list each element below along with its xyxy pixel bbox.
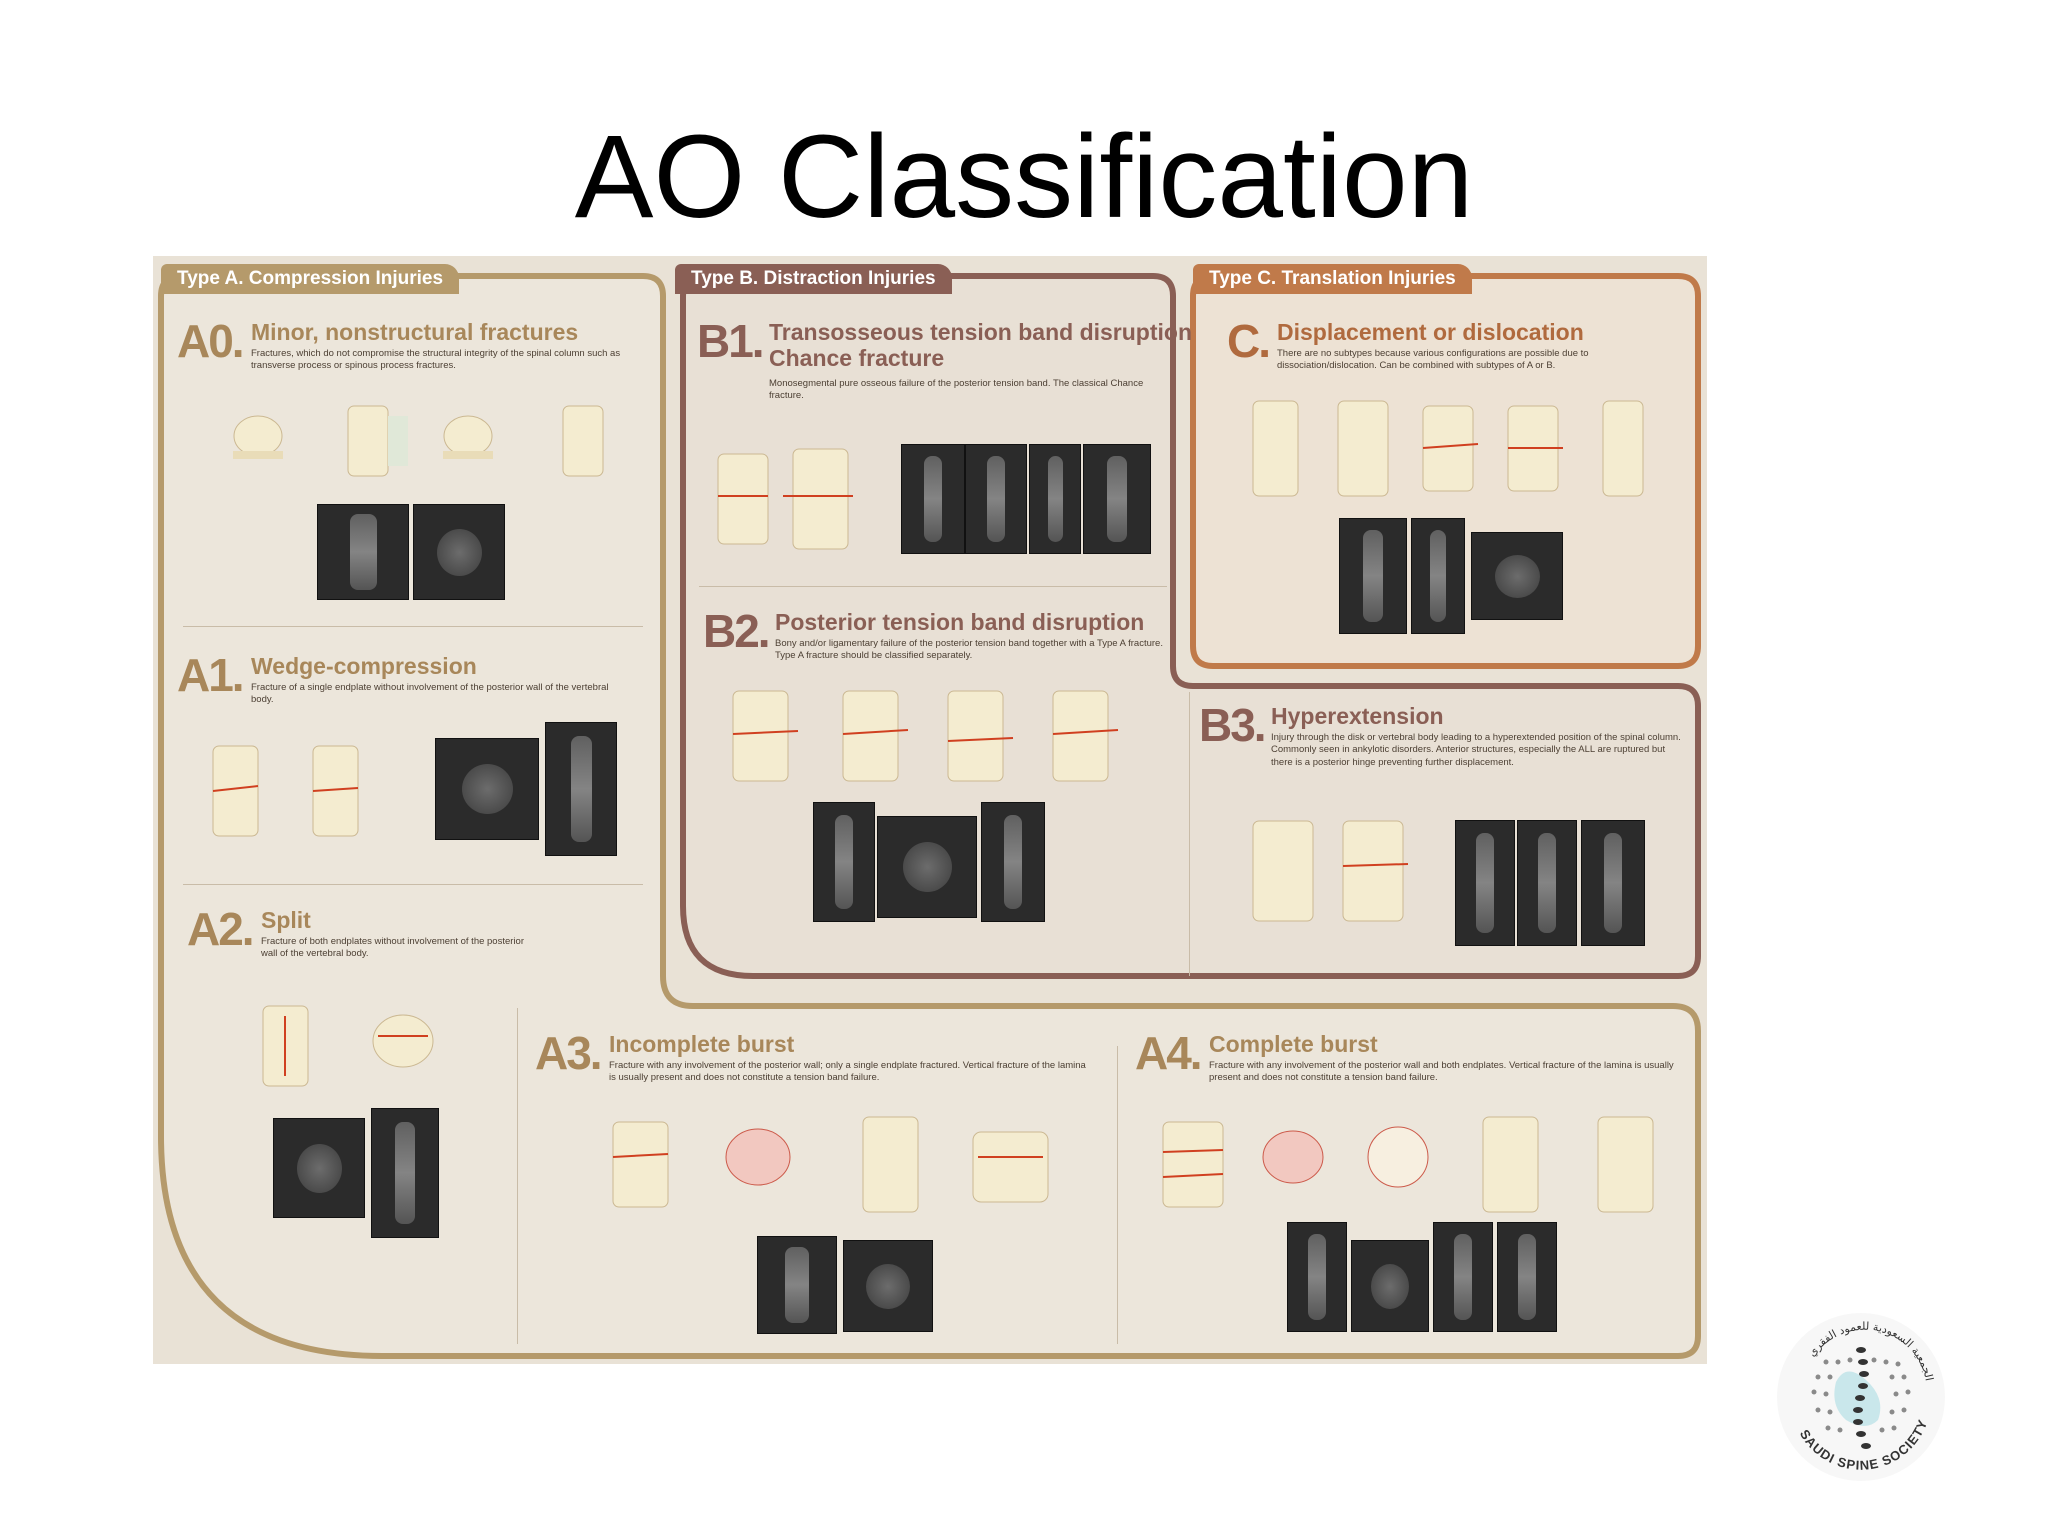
section-code: C. — [1227, 315, 1271, 367]
section-a4: A4. Complete burst Fracture with any inv… — [1135, 1030, 1695, 1110]
section-description: Fracture of a single endplate without in… — [251, 682, 609, 706]
c-vertebra-illustrations — [1252, 400, 1644, 497]
a1-ct-sagittal — [545, 722, 617, 856]
divider — [183, 626, 643, 627]
b2-ct-axial — [877, 816, 977, 918]
section-code: A4. — [1135, 1027, 1203, 1079]
section-code: B1. — [697, 315, 765, 367]
tab-type-b: Type B. Distraction Injuries — [675, 264, 952, 294]
section-description: Monosegmental pure osseous failure of th… — [769, 378, 1144, 402]
section-b1: B1. Transosseous tension band disruption… — [697, 315, 1192, 418]
divider — [1117, 1046, 1118, 1344]
section-title: Displacement or dislocation — [1277, 319, 1584, 345]
section-b2: B2. Posterior tension band disruption Bo… — [703, 608, 1173, 688]
a0-vertebra-illustrations — [233, 405, 604, 477]
section-a2: A2. Split Fracture of both endplates wit… — [187, 906, 547, 986]
b1-ct-2 — [965, 444, 1027, 554]
b3-ct-3 — [1581, 820, 1645, 946]
a2-ct-axial — [273, 1118, 365, 1218]
b1-ct-4 — [1083, 444, 1151, 554]
b2-mri-sagittal — [981, 802, 1045, 922]
ao-classification-poster: Type A. Compression Injuries Type B. Dis… — [153, 256, 1707, 1364]
a2-ct-sagittal — [371, 1108, 439, 1238]
a4-vertebra-illustrations — [1162, 1116, 1654, 1213]
b3-ct-1 — [1455, 820, 1515, 946]
a1-vertebra-illustrations — [212, 745, 359, 837]
b3-vertebra-illustrations — [1252, 820, 1409, 922]
a4-ct-axial — [1351, 1240, 1429, 1332]
section-title: Split — [261, 907, 311, 933]
section-code: B2. — [703, 605, 771, 657]
saudi-spine-society-logo: SAUDI SPINE SOCIETY الجمعية السعودية للع… — [1777, 1313, 1945, 1481]
c-ct-sagittal — [1339, 518, 1407, 634]
section-title: Transosseous tension band disruption — [769, 319, 1192, 345]
section-title-2: Chance fracture — [769, 345, 945, 371]
section-description: Fracture with any involvement of the pos… — [609, 1060, 1086, 1084]
divider — [183, 884, 643, 885]
section-description: Bony and/or ligamentary failure of the p… — [775, 638, 1163, 662]
a0-ct-axial — [413, 504, 505, 600]
a4-ct-coronal-2 — [1497, 1222, 1557, 1332]
section-code: A0. — [177, 315, 245, 367]
section-title: Incomplete burst — [609, 1031, 795, 1057]
a0-ct-coronal — [317, 504, 409, 600]
divider — [699, 586, 1167, 587]
a1-ct-axial — [435, 738, 539, 840]
section-title: Posterior tension band disruption — [775, 609, 1145, 635]
section-description: There are no subtypes because various co… — [1277, 348, 1589, 372]
section-title: Complete burst — [1209, 1031, 1378, 1057]
b1-ct-3 — [1029, 444, 1081, 554]
section-code: A1. — [177, 649, 245, 701]
section-description: Fracture of both endplates without invol… — [261, 936, 524, 960]
section-description: Injury through the disk or vertebral bod… — [1271, 732, 1681, 768]
b2-ct-sagittal — [813, 802, 875, 922]
section-description: Fracture with any involvement of the pos… — [1209, 1060, 1674, 1084]
section-title: Hyperextension — [1271, 703, 1444, 729]
section-a1: A1. Wedge-compression Fracture of a sing… — [177, 652, 657, 832]
section-title: Minor, nonstructural fractures — [251, 319, 579, 345]
section-code: A2. — [187, 903, 255, 955]
section-code: A3. — [535, 1027, 603, 1079]
section-a0: A0. Minor, nonstructural fractures Fract… — [177, 318, 657, 558]
divider — [517, 1008, 518, 1344]
section-a3: A3. Incomplete burst Fracture with any i… — [535, 1030, 1095, 1110]
b3-ct-2 — [1517, 820, 1577, 946]
a4-ct-coronal — [1433, 1222, 1493, 1332]
slide-title: AO Classification — [574, 111, 1474, 243]
a2-vertebra-illustrations — [262, 1005, 434, 1087]
section-title: Wedge-compression — [251, 653, 477, 679]
a4-ct-sagittal — [1287, 1222, 1347, 1332]
b1-ct-1 — [901, 444, 965, 554]
divider — [1189, 692, 1190, 976]
b1-vertebra-illustrations — [717, 448, 853, 550]
tab-type-a: Type A. Compression Injuries — [161, 264, 460, 294]
tab-type-c: Type C. Translation Injuries — [1193, 264, 1472, 294]
c-ct-axial — [1471, 532, 1563, 620]
a3-vertebra-illustrations — [612, 1116, 1049, 1213]
a3-ct-sagittal — [757, 1236, 837, 1334]
a3-ct-axial — [843, 1240, 933, 1332]
section-b3: B3. Hyperextension Injury through the di… — [1199, 702, 1689, 822]
section-description: Fractures, which do not compromise the s… — [251, 348, 621, 372]
section-code: B3. — [1199, 699, 1267, 751]
section-c: C. Displacement or dislocation There are… — [1227, 318, 1687, 398]
b2-vertebra-illustrations — [732, 690, 1119, 782]
c-ct-coronal — [1411, 518, 1465, 634]
